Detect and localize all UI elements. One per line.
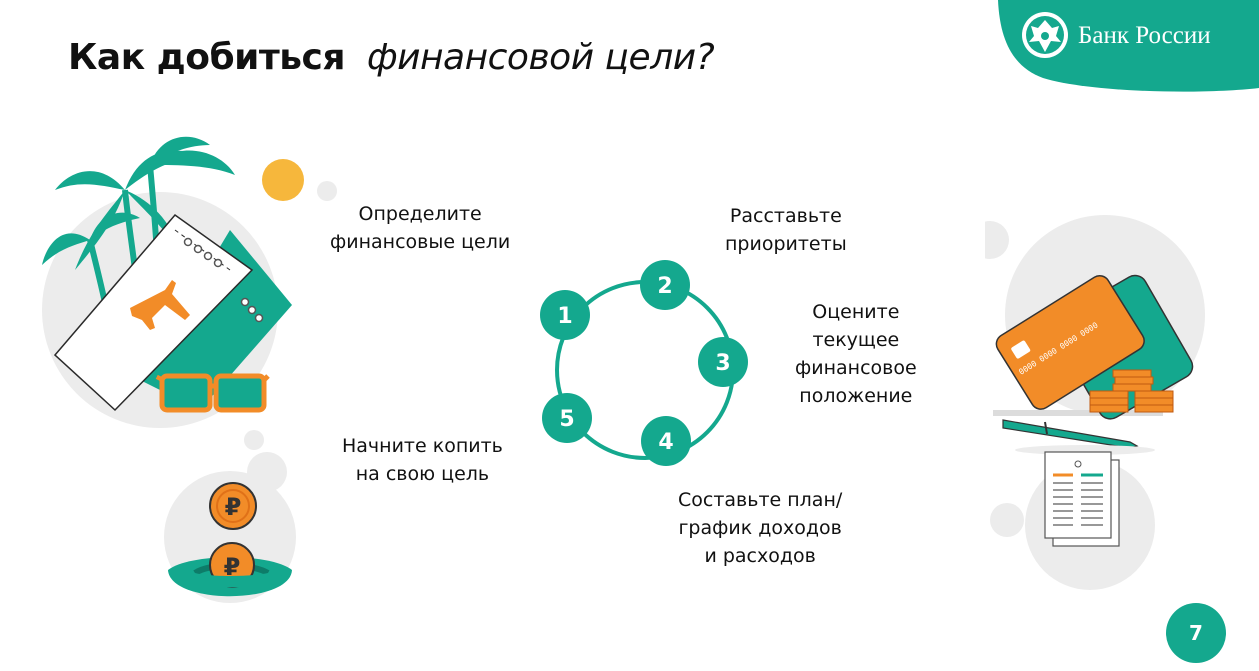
coin-stack-icon [1089,369,1174,413]
svg-text:₽: ₽ [225,493,242,521]
step-1-label: Определите финансовые цели [330,200,510,256]
step-2-text: Расставьте приоритеты [725,205,847,255]
page-title: Как добиться финансовой цели? [68,34,715,82]
sunglasses-icon [155,373,270,413]
step-4-text: Составьте план/ график доходов и расходо… [678,489,843,567]
palm-tree-icon [42,136,235,270]
svg-text:₽: ₽ [224,553,241,581]
coin-icon: ₽ [209,482,257,530]
step-1-text: Определите финансовые цели [330,203,511,253]
ticket-icon [53,213,292,412]
airplane-icon [130,280,190,330]
logo-text: Банк России [1078,22,1211,49]
document-icon [1044,451,1120,547]
travel-illustration [42,136,337,428]
svg-text:3: 3 [715,351,730,376]
step-2-circle: 2 [640,260,690,310]
step-3-text: Оцените текущее финансовое положение [795,301,917,407]
savings-illustration: ₽ ₽ [164,430,296,603]
svg-text:5: 5 [559,407,574,432]
eagle-emblem-icon [1022,12,1068,58]
step-3-label: Оцените текущее финансовое положение [795,298,917,410]
svg-text:1: 1 [557,304,572,329]
logo-banner [998,0,1259,92]
step-4-circle: 4 [641,416,691,466]
pen-icon [1002,419,1139,449]
svg-text:2: 2 [657,274,672,299]
credit-card-icon: 0000 0000 0000 0000 [995,274,1194,420]
finance-illustration: 0000 0000 0000 0000 [985,215,1205,590]
page-number-badge: 7 [1166,603,1226,663]
title-italic: финансовой цели? [366,37,715,78]
step-5-text: Начните копить на свою цель [342,435,503,485]
svg-text:4: 4 [658,430,673,455]
step-2-label: Расставьте приоритеты [725,202,847,258]
title-bold: Как добиться [68,37,345,78]
sun-icon [262,159,304,201]
step-1-circle: 1 [540,290,590,340]
steps-cycle: 1 2 3 4 5 [540,260,748,466]
step-3-circle: 3 [698,337,748,387]
step-5-circle: 5 [542,393,592,443]
step-5-label: Начните копить на свою цель [342,432,503,488]
page-number: 7 [1189,621,1203,645]
step-4-label: Составьте план/ график доходов и расходо… [678,486,842,570]
